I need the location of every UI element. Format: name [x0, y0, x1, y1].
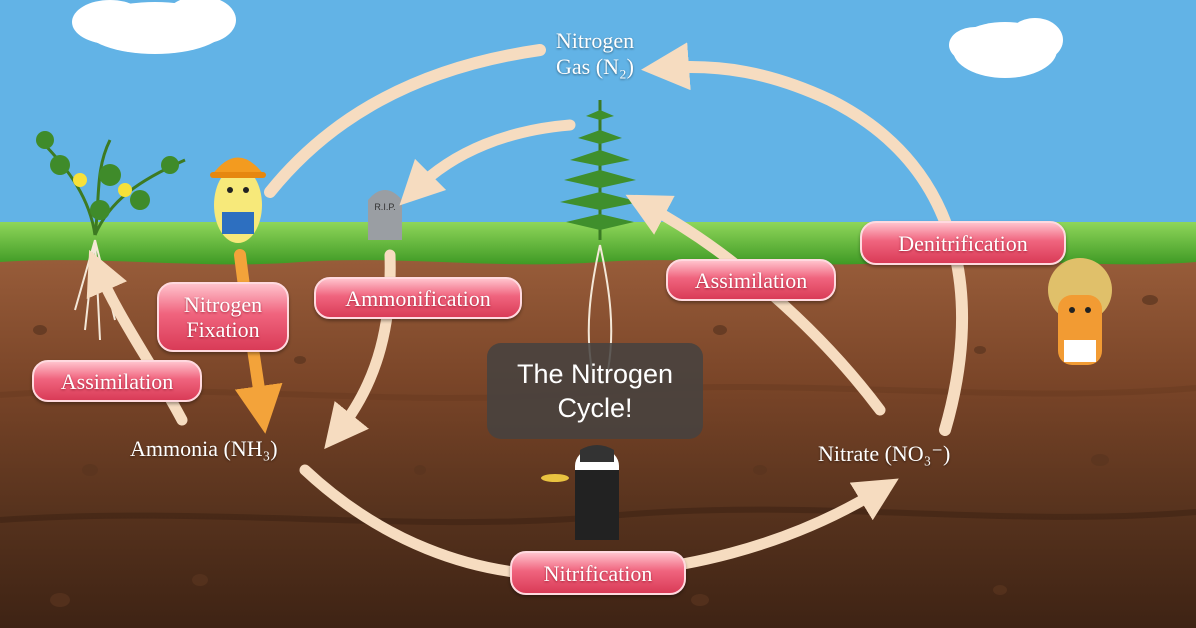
process-nitrogen-fixation-line1: Nitrogen	[183, 292, 263, 317]
bacteria-worker-character	[210, 157, 266, 243]
arrow-fern-to-tombstone	[399, 119, 576, 206]
cloud-right	[949, 18, 1063, 78]
arrow-fixation-to-gas	[264, 44, 546, 198]
process-denitrification: Denitrification	[860, 221, 1066, 265]
process-nitrification: Nitrification	[510, 551, 686, 595]
tombstone: R.I.P.	[368, 190, 402, 240]
diagram-title-line1: The Nitrogen	[516, 359, 674, 389]
process-assimilation-right: Assimilation	[666, 259, 836, 301]
soil-layer-line	[0, 506, 1196, 526]
bacteria-afro-character	[1048, 258, 1112, 365]
node-nitrogen-gas-line1: Nitrogen	[555, 28, 635, 53]
node-nitrogen-gas: Nitrogen Gas (N₂)	[530, 28, 660, 80]
diagram-title-line2: Cycle!	[557, 393, 633, 423]
arrow-denitrification-to-gas	[641, 42, 968, 436]
node-ammonia: Ammonia (NH₃)	[130, 436, 278, 461]
diagram-title-box: The Nitrogen Cycle!	[487, 343, 703, 439]
process-ammonification: Ammonification	[314, 277, 522, 319]
bacteria-waiter-character	[541, 445, 619, 540]
node-nitrogen-gas-line2: Gas (N₂)	[556, 54, 634, 79]
process-nitrogen-fixation: Nitrogen Fixation	[157, 282, 289, 352]
process-nitrogen-fixation-line2: Fixation	[186, 317, 260, 342]
node-nitrate: Nitrate (NO₃⁻)	[818, 441, 951, 466]
cloud-left	[72, 0, 236, 54]
tombstone-text: R.I.P.	[374, 202, 395, 212]
process-assimilation-left: Assimilation	[32, 360, 202, 402]
